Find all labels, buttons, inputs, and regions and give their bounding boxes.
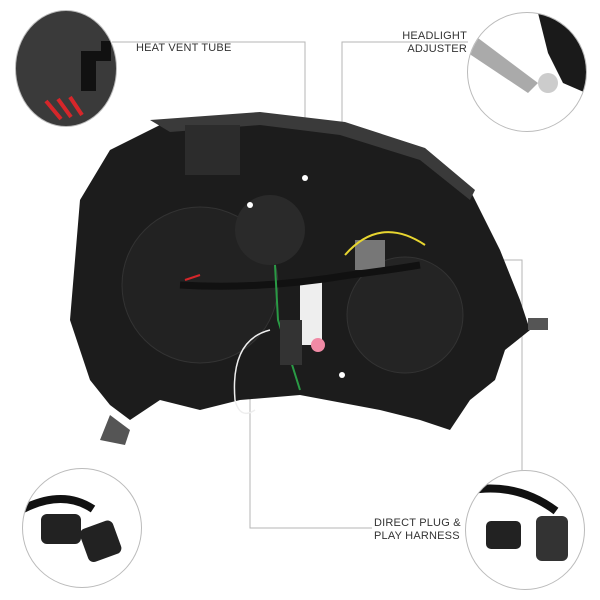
harness-plug-detail-right xyxy=(465,470,585,590)
harness-label-line1: DIRECT PLUG & xyxy=(374,517,461,529)
headlight-housing xyxy=(70,112,548,445)
direct-plug-harness-label: DIRECT PLUG & PLAY HARNESS xyxy=(374,517,461,543)
green-wire xyxy=(274,264,301,391)
part-label-sticker xyxy=(300,280,322,345)
yellow-wire xyxy=(344,231,426,256)
right-bulb-cap xyxy=(346,256,464,374)
vent-bracket xyxy=(185,125,240,175)
center-socket xyxy=(235,195,305,265)
vent-tube-icon xyxy=(81,41,111,91)
white-wire xyxy=(233,329,271,415)
heat-vent-tube-label: HEAT VENT TUBE xyxy=(136,42,232,54)
harness-label-line2: PLAY HARNESS xyxy=(374,530,460,542)
adjuster-label-line1: HEADLIGHT xyxy=(402,30,467,42)
plug-connector-icon xyxy=(41,514,81,544)
adjuster-connector xyxy=(355,240,385,270)
inline-connector xyxy=(280,320,302,365)
headlight-adjuster-label: HEADLIGHT ADJUSTER xyxy=(395,30,467,56)
ratchet-wrench-icon xyxy=(468,38,538,93)
plug-socket-icon xyxy=(486,521,521,549)
harness-plug-detail-left xyxy=(22,468,142,588)
headlight-adjuster-detail xyxy=(467,12,587,132)
heat-arrows-icon xyxy=(44,95,84,121)
pink-dot xyxy=(311,338,325,352)
main-wire xyxy=(179,261,421,290)
heat-vent-tube-detail xyxy=(15,10,117,127)
adjuster-label-line2: ADJUSTER xyxy=(407,43,467,55)
